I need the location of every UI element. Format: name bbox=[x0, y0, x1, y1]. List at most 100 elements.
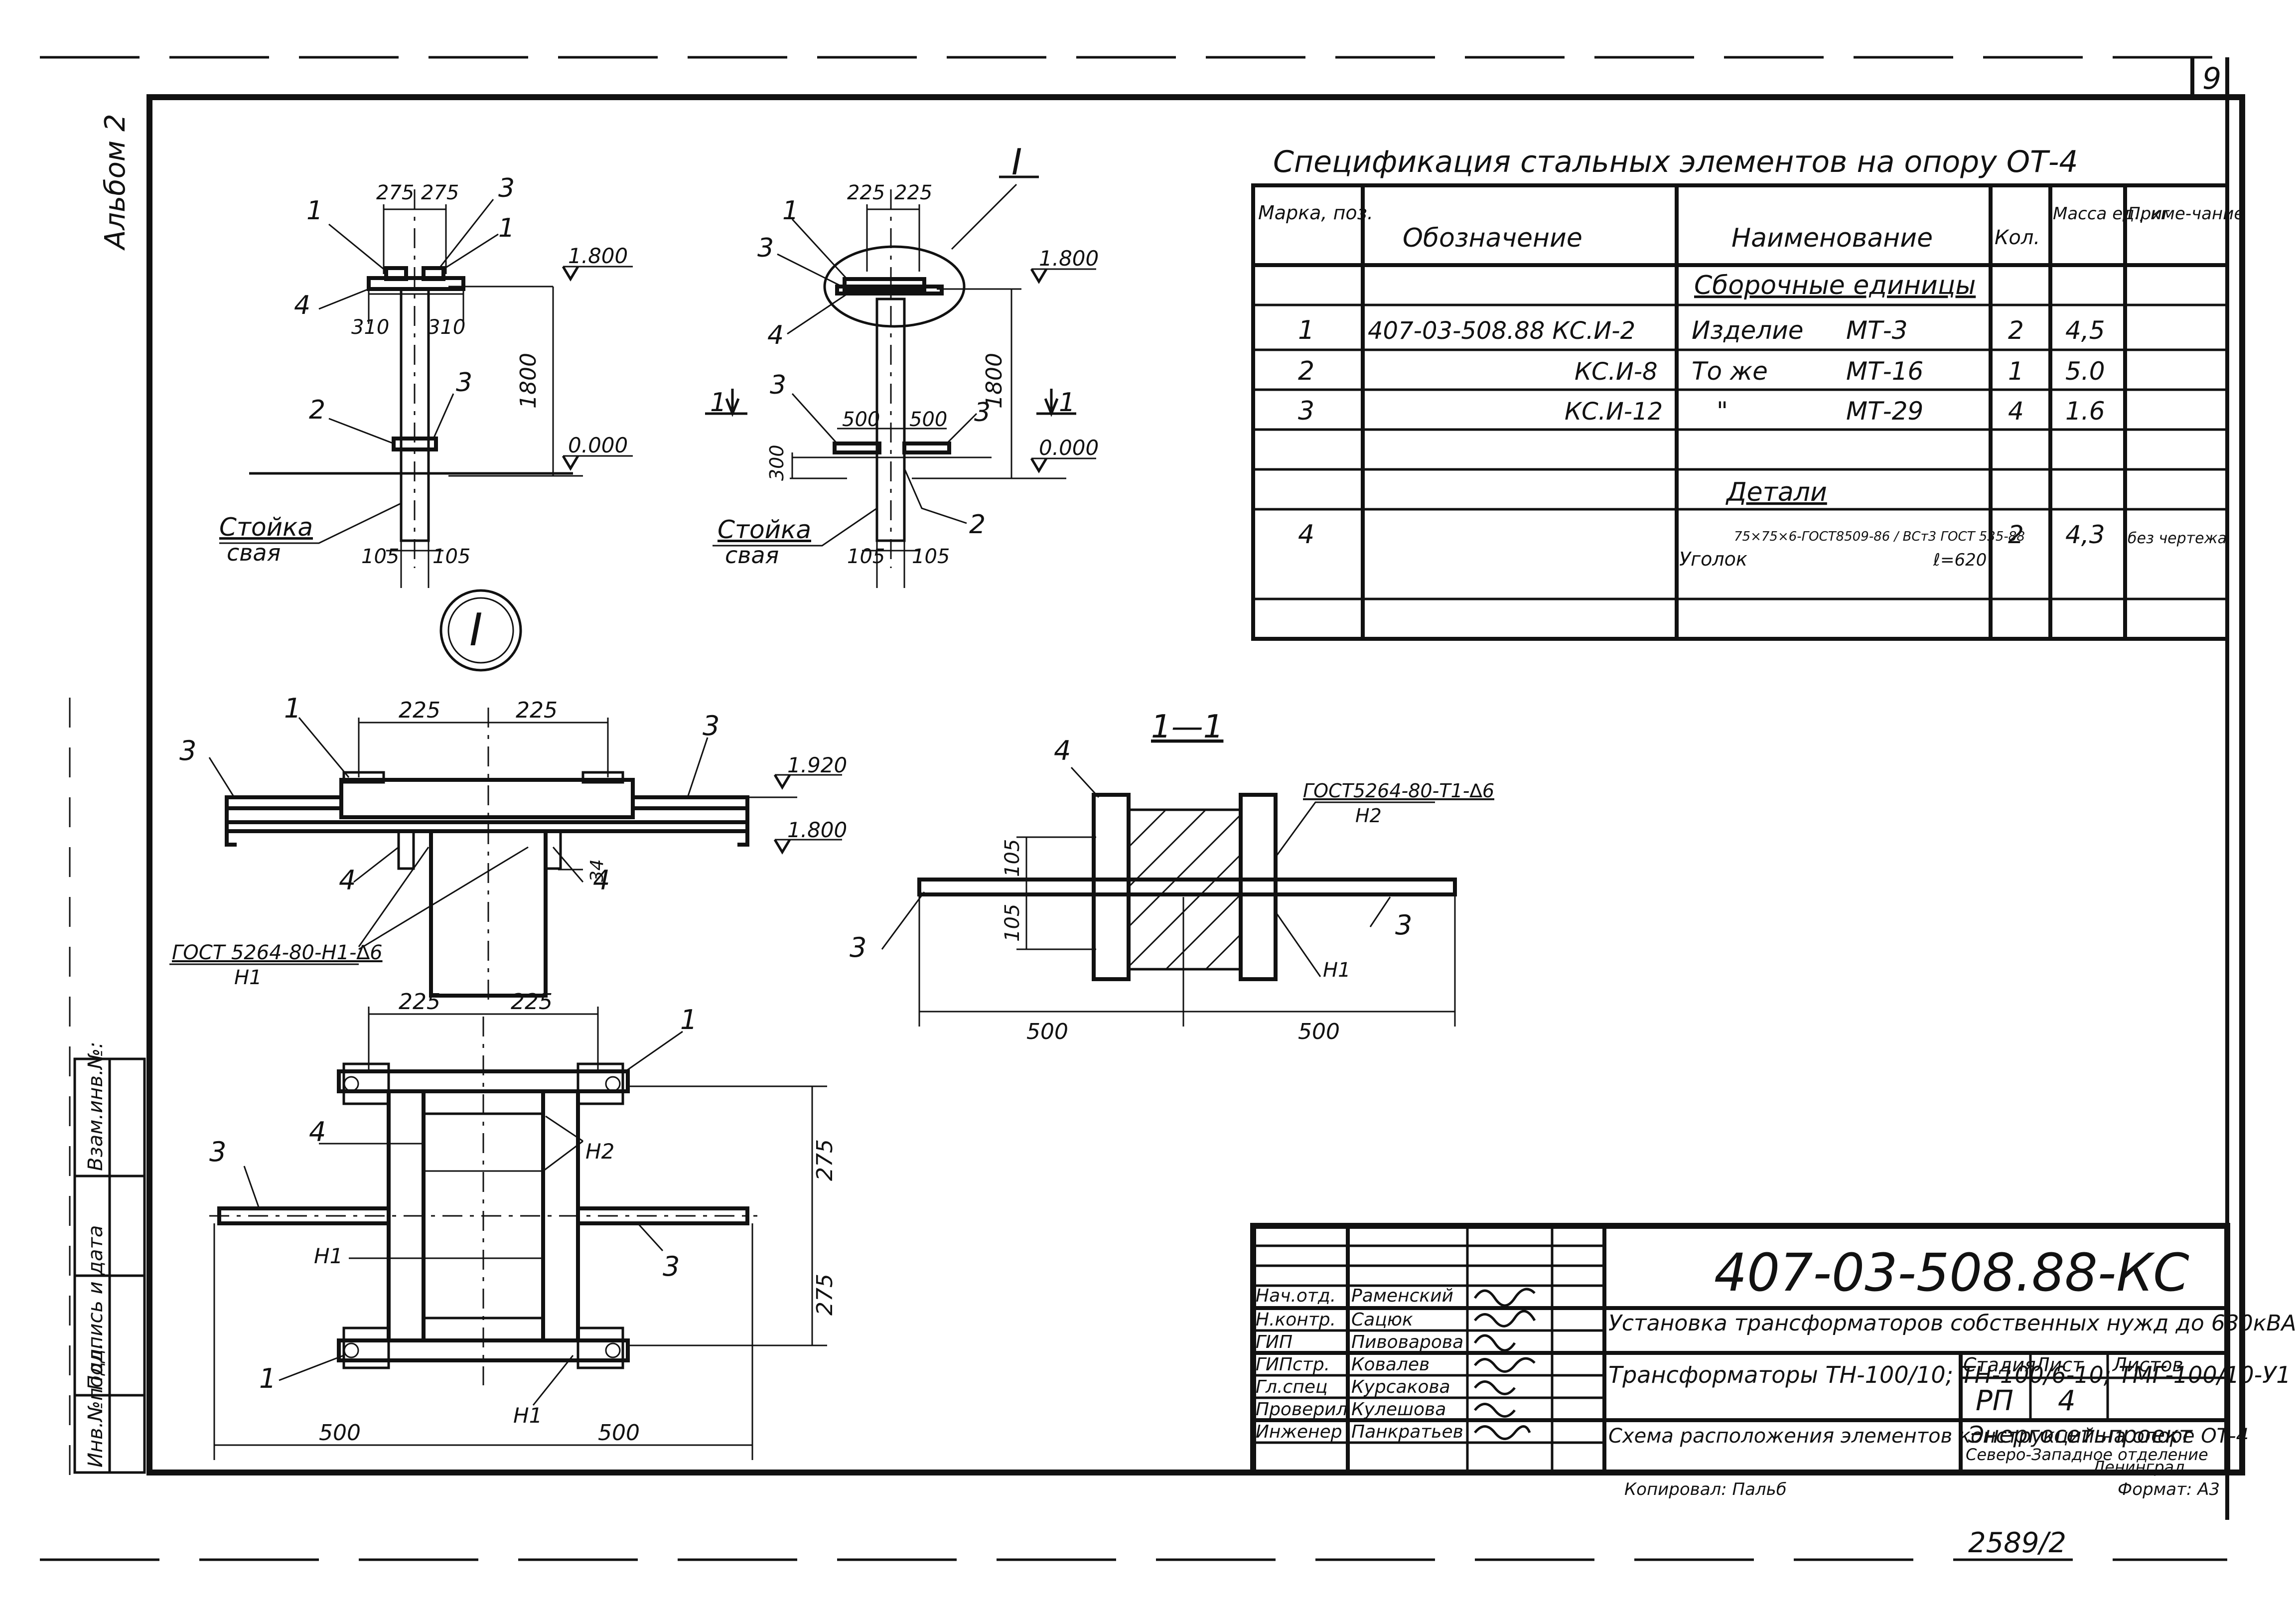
view2-level-1800: 1.800 bbox=[1039, 246, 1099, 271]
spec-row-1-name: Изделие bbox=[1692, 316, 1804, 345]
signer-name-4: Ковалев bbox=[1351, 1354, 1430, 1375]
view1-dim-310b: 310 bbox=[428, 316, 465, 339]
view2-dim-225a: 225 bbox=[847, 181, 885, 204]
title-sheet-label: Лист bbox=[2034, 1354, 2084, 1376]
detail-I-dim-225a: 225 bbox=[399, 698, 440, 723]
view1-dim-1800: 1800 bbox=[516, 353, 541, 409]
spec-header-note: Приме-чание bbox=[2128, 204, 2244, 224]
view2-section-mark-right: 1 bbox=[1059, 388, 1075, 418]
plan-label-1a: 1 bbox=[680, 1004, 697, 1035]
title-org: Энергосетьпроект bbox=[1968, 1421, 2193, 1448]
plan-dim-275b: 275 bbox=[812, 1274, 838, 1316]
side-stamp-inv: Инв.№подл. bbox=[84, 1342, 107, 1468]
signer-name-5: Курсакова bbox=[1351, 1377, 1450, 1397]
detail-I-level-1920: 1.920 bbox=[787, 753, 847, 777]
spec-row-3-qty: 4 bbox=[2008, 397, 2024, 426]
title-doc-code: 407-03-508.88-КС bbox=[1714, 1242, 2189, 1303]
plan-dim-275a: 275 bbox=[812, 1139, 838, 1181]
spec-row-1-mark: МТ-3 bbox=[1846, 316, 1908, 345]
plan-label-1b: 1 bbox=[259, 1363, 276, 1394]
plan-dim-225b: 225 bbox=[511, 989, 553, 1015]
spec-header-qty: Кол. bbox=[1995, 226, 2040, 249]
signer-role-7: Инженер bbox=[1256, 1422, 1342, 1442]
view1-dim-310a: 310 bbox=[351, 316, 389, 339]
plan-dim-500b: 500 bbox=[598, 1420, 640, 1446]
view2-label-3c: 3 bbox=[974, 398, 991, 428]
detail-I-label-1: 1 bbox=[284, 693, 301, 724]
spec-header-code: Обозначение bbox=[1403, 223, 1582, 253]
view1-dim-275b: 275 bbox=[421, 181, 459, 204]
section-1-1-dim-500a: 500 bbox=[1026, 1019, 1068, 1044]
view1-label-2: 2 bbox=[309, 395, 325, 425]
sheet-number: 9 bbox=[2202, 61, 2221, 96]
title-object: Трансформаторы ТН-100/10; ТН-100/6-10; Т… bbox=[1608, 1361, 2291, 1388]
spec-row-3-mark: МТ-29 bbox=[1846, 397, 1923, 426]
spec-row-1-qty: 2 bbox=[2008, 316, 2024, 345]
section-1-1-title: 1—1 bbox=[1151, 709, 1223, 745]
plan-dim-500a: 500 bbox=[319, 1420, 361, 1446]
plan-label-3a: 3 bbox=[209, 1136, 226, 1168]
view2-pile-label: свая bbox=[725, 542, 779, 569]
view2-callout-I: I bbox=[1011, 141, 1022, 183]
signer-role-5: Гл.спец bbox=[1256, 1377, 1328, 1397]
view2-label-3a: 3 bbox=[757, 233, 774, 263]
side-stamp-sign: Подпись и дата bbox=[84, 1225, 107, 1390]
title-sheet: 4 bbox=[2058, 1385, 2076, 1417]
spec-row-4-mark: 75×75×6-ГОСТ8509-86 / ВСт3 ГОСТ 535-88 bbox=[1734, 529, 2025, 544]
section-1-1-dim-500b: 500 bbox=[1298, 1019, 1340, 1044]
side-stamp-replaces: Взам.инв.№: bbox=[84, 1041, 107, 1171]
view1-pile-label: свая bbox=[227, 539, 281, 566]
spec-table bbox=[1251, 183, 2229, 641]
spec-row-2-code: КС.И-8 bbox=[1575, 358, 1658, 386]
spec-row-4-mass: 4,3 bbox=[2065, 520, 2105, 549]
title-stage-label: Стадия bbox=[1963, 1354, 2036, 1376]
spec-row-4-name: Уголок bbox=[1679, 548, 1747, 570]
spec-row-2-pos: 2 bbox=[1298, 356, 1314, 386]
spec-row-1-code: 407-03-508.88 КС.И-2 bbox=[1368, 317, 1635, 345]
view2-dim-500b: 500 bbox=[909, 408, 947, 431]
section-1-1: 1—1 105 105 500 500 4 3 3 ГОСТ5264-80-Т1… bbox=[850, 709, 1494, 1044]
view1-post-label: Стойка bbox=[219, 513, 313, 542]
section-1-1-dim-105b: 105 bbox=[1001, 904, 1024, 942]
signer-name-1: Раменский bbox=[1351, 1286, 1453, 1306]
signer-role-2: Н.контр. bbox=[1256, 1310, 1336, 1330]
section-1-1-weld-mark: Н2 bbox=[1355, 805, 1382, 827]
detail-callout-circle: I bbox=[439, 589, 522, 672]
view2-elevation: 225 225 500 500 300 105 105 1800 1.800 0… bbox=[705, 141, 1099, 588]
spec-row-2-qty: 1 bbox=[2008, 357, 2024, 386]
view1-label-3b: 3 bbox=[456, 368, 472, 398]
section-1-1-label-3b: 3 bbox=[1395, 909, 1412, 941]
spec-row-1-mass: 4,5 bbox=[2065, 316, 2105, 345]
detail-I-label-4a: 4 bbox=[339, 865, 356, 896]
detail-I-label-4b: 4 bbox=[593, 865, 610, 896]
album-label: Альбом 2 bbox=[99, 114, 132, 251]
title-sheets-label: Листов bbox=[2112, 1354, 2183, 1376]
detail-I: 225 225 34 1.920 1.800 1 3 3 4 4 ГОСТ 52… bbox=[169, 693, 847, 1007]
signer-name-2: Сацюк bbox=[1351, 1310, 1413, 1330]
plan-dim-225a: 225 bbox=[399, 989, 440, 1015]
view2-post-label: Стойка bbox=[718, 515, 811, 544]
spec-row-4-length: ℓ=620 bbox=[1933, 550, 1987, 570]
copied-by: Копировал: Пальб bbox=[1624, 1479, 1787, 1499]
view2-section-mark-left: 1 bbox=[710, 388, 726, 418]
title-drawing: Схема расположения элементов конструкций… bbox=[1608, 1425, 2249, 1448]
plan-weld-n1a: Н1 bbox=[314, 1244, 343, 1268]
title-org-dept: Северо-Западное отделение bbox=[1966, 1445, 2208, 1464]
plan-view: 225 225 275 275 500 500 1 1 3 3 4 Н1 Н1 … bbox=[209, 989, 838, 1460]
spec-row-2-mass: 5.0 bbox=[2065, 357, 2105, 386]
spec-row-4-qty: 2 bbox=[2008, 520, 2024, 549]
section-1-1-label-4: 4 bbox=[1054, 735, 1071, 766]
plan-label-4: 4 bbox=[309, 1116, 326, 1148]
spec-row-4-pos: 4 bbox=[1298, 520, 1314, 550]
spec-header-pos: Марка, поз. bbox=[1258, 202, 1373, 224]
section-1-1-label-3a: 3 bbox=[850, 932, 866, 963]
view1-dim-105a: 105 bbox=[361, 545, 399, 568]
view1-level-0000: 0.000 bbox=[568, 433, 628, 457]
view1-elevation: 275 275 310 310 105 105 1800 1.800 0.000… bbox=[219, 173, 633, 588]
spec-group-parts: Детали bbox=[1725, 477, 1827, 507]
signer-name-7: Панкратьев bbox=[1351, 1422, 1463, 1442]
detail-I-dim-225b: 225 bbox=[516, 698, 558, 723]
spec-row-3-mass: 1.6 bbox=[2065, 397, 2105, 426]
spec-row-3-code: КС.И-12 bbox=[1565, 398, 1663, 426]
